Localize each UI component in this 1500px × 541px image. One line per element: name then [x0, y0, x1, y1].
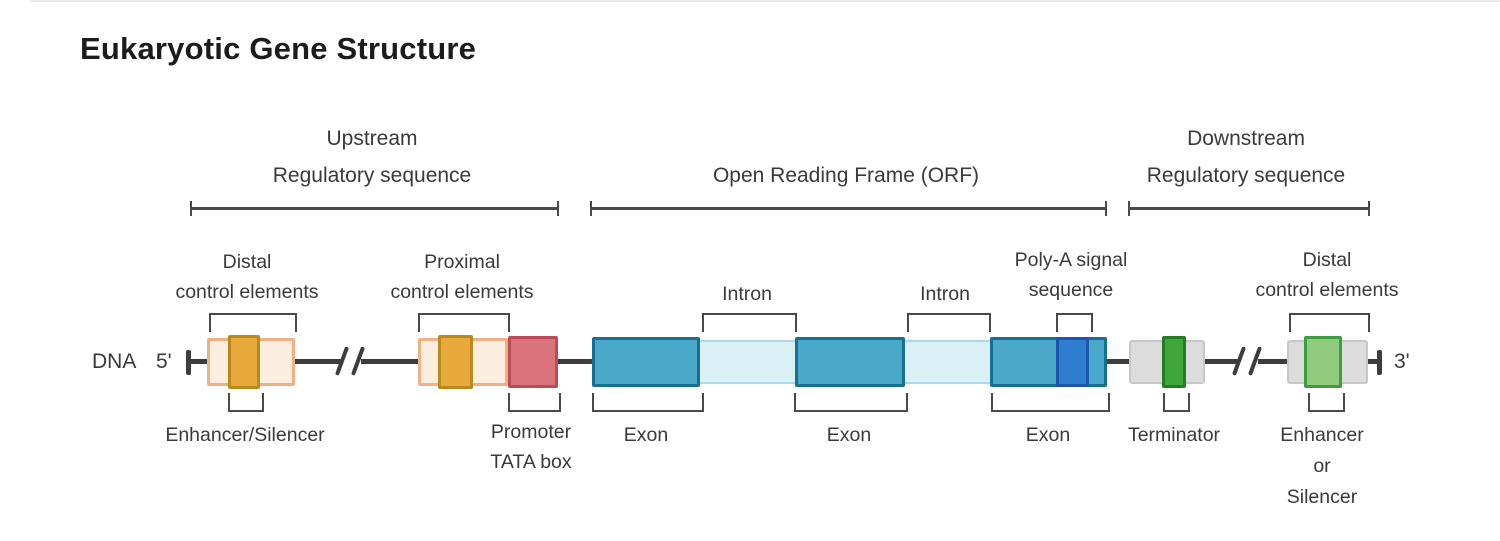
intron2-label: Intron	[920, 283, 970, 305]
downstream-section-label-line2: Regulatory sequence	[1146, 164, 1346, 187]
enhancer-or-silencer-label-line2: or	[1313, 455, 1331, 477]
orf-range-bracket	[590, 201, 1107, 216]
distal-downstream-label-line2: control elements	[1255, 279, 1399, 301]
exon2-bracket	[794, 393, 908, 412]
distal-downstream-callout-bracket	[1289, 313, 1370, 332]
upstream-section-label-line2: Regulatory sequence	[272, 164, 472, 187]
exon1-label: Exon	[623, 424, 669, 446]
dna-label: DNA	[92, 350, 137, 373]
exon2-label: Exon	[826, 424, 872, 446]
enhancer-silencer-box-downstream	[1304, 336, 1342, 388]
exon1-box	[592, 337, 700, 387]
terminator-label: Terminator	[1127, 424, 1221, 446]
promoter-bracket	[508, 393, 561, 412]
distal-upstream-callout-bracket	[209, 313, 297, 332]
exon2-box	[795, 337, 905, 387]
dna-break-gap-upstream	[341, 356, 361, 367]
downstream-section-label-line1: Downstream	[1187, 127, 1305, 150]
distal-upstream-label-line1: Distal	[222, 251, 272, 273]
five-prime-label: 5'	[156, 350, 172, 373]
upstream-range-bracket	[190, 201, 559, 216]
downstream-range-bracket	[1128, 201, 1370, 216]
proximal-label-line1: Proximal	[424, 251, 500, 273]
enhancer-silencer-downstream-bracket	[1308, 393, 1345, 412]
top-border-rule	[30, 0, 1500, 2]
intron1-callout-bracket	[702, 313, 797, 332]
polya-callout-bracket	[1056, 313, 1093, 332]
distal-downstream-label-line1: Distal	[1302, 249, 1352, 271]
proximal-enhancer-box	[438, 335, 473, 389]
upstream-section-label-line1: Upstream	[326, 127, 418, 150]
exon3-box	[990, 337, 1107, 387]
enhancer-silencer-box-upstream	[228, 335, 260, 389]
five-prime-tick	[186, 350, 191, 375]
three-prime-tick	[1377, 350, 1382, 375]
enhancer-silencer-upstream-bracket	[228, 393, 264, 412]
enhancer-or-silencer-label-line3: Silencer	[1286, 486, 1358, 508]
dna-break-gap-downstream	[1238, 356, 1258, 367]
distal-upstream-label-line2: control elements	[175, 281, 319, 303]
promoter-label-line2: TATA box	[490, 451, 572, 473]
terminator-green-box	[1162, 336, 1186, 388]
three-prime-label: 3'	[1394, 350, 1410, 373]
polya-signal-box	[1056, 337, 1089, 387]
exon1-bracket	[592, 393, 704, 412]
polya-label-line1: Poly-A signal	[1014, 249, 1128, 271]
intron1-label: Intron	[722, 283, 772, 305]
intron2-callout-bracket	[907, 313, 991, 332]
enhancer-silencer-label: Enhancer/Silencer	[165, 424, 325, 446]
proximal-label-line2: control elements	[390, 281, 534, 303]
orf-section-label: Open Reading Frame (ORF)	[712, 164, 980, 187]
polya-label-line2: sequence	[1028, 279, 1114, 301]
enhancer-or-silencer-label-line1: Enhancer	[1280, 424, 1364, 446]
exon3-label: Exon	[1025, 424, 1071, 446]
promoter-tata-box	[508, 336, 558, 388]
promoter-label-line1: Promoter	[490, 421, 572, 443]
exon3-bracket	[991, 393, 1110, 412]
terminator-green-bracket	[1163, 393, 1190, 412]
proximal-callout-bracket	[418, 313, 510, 332]
page-title: Eukaryotic Gene Structure	[80, 31, 477, 66]
